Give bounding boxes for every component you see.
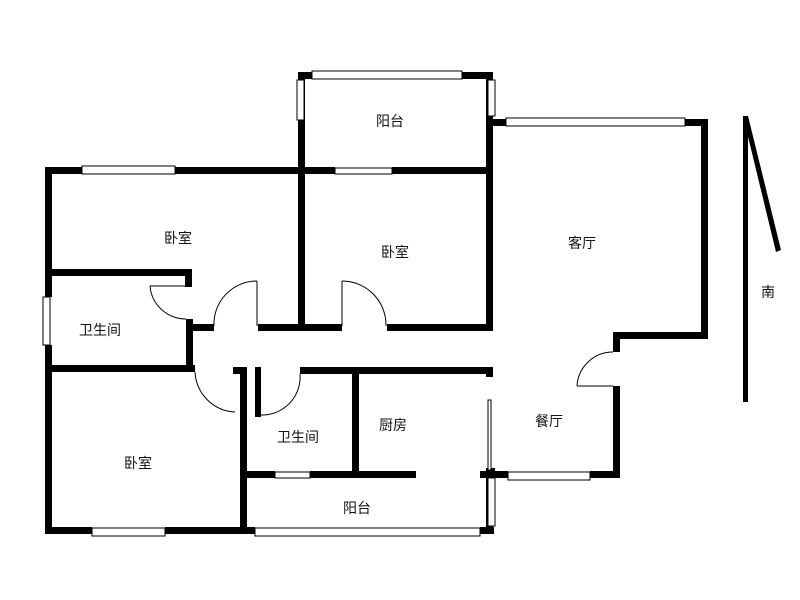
room-label-bedroom-nw: 卧室 [164,231,192,247]
room-label-bathroom-center: 卫生间 [277,430,319,446]
room-label-balcony-bottom: 阳台 [343,501,371,517]
compass-label: 南 [761,285,775,301]
room-label-balcony-top: 阳台 [376,114,404,130]
room-label-bathroom-w: 卫生间 [79,323,121,339]
compass-arrow [743,116,781,402]
room-label-dining-room: 餐厅 [535,414,563,430]
room-label-kitchen: 厨房 [379,418,407,434]
doors [149,280,614,416]
windows [42,70,686,537]
room-label-bedroom-sw: 卧室 [124,456,152,472]
room-label-living-room: 客厅 [568,236,596,252]
room-label-bedroom-center: 卧室 [381,245,409,261]
